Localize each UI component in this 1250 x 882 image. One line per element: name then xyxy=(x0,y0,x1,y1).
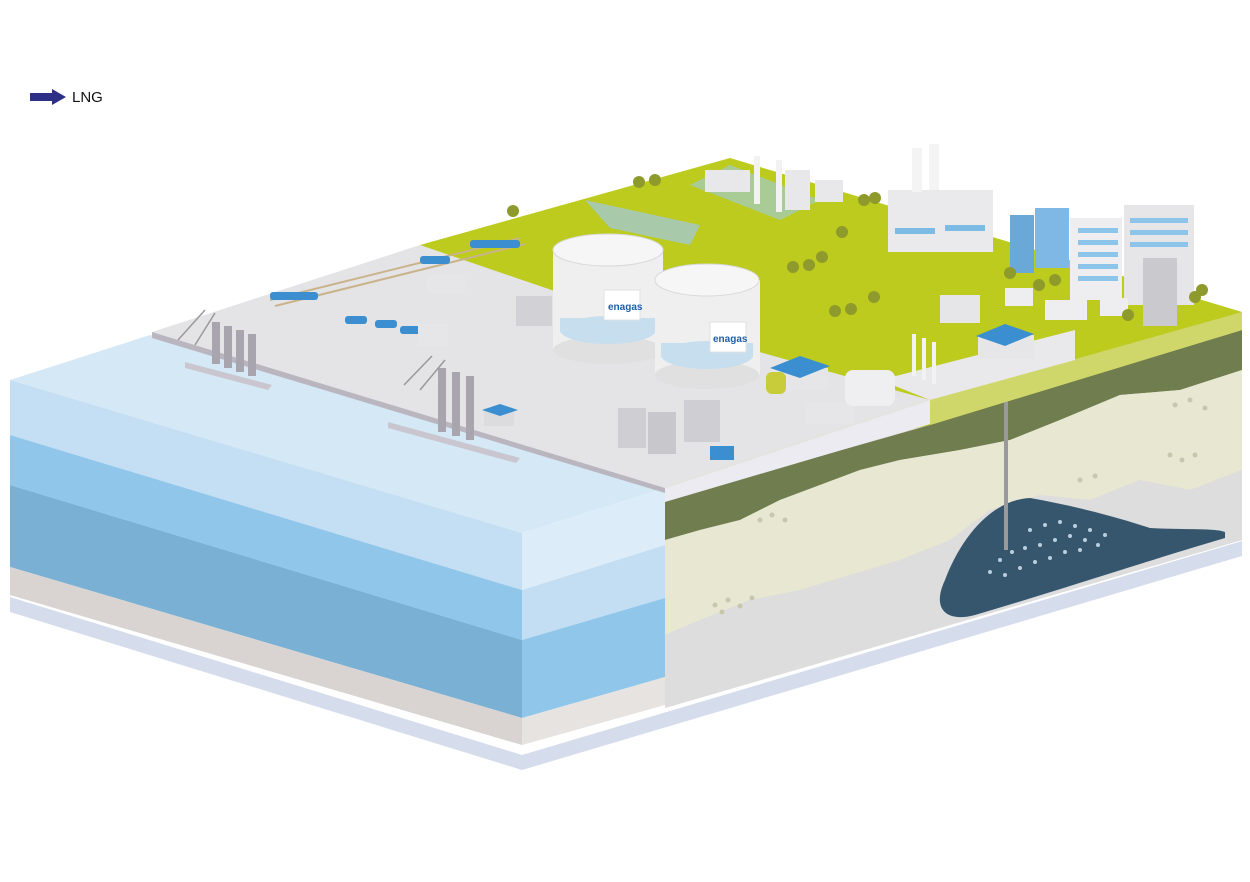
terminal-platform xyxy=(152,200,1075,502)
legend-label: LNG xyxy=(72,88,103,106)
sea-right-face-1 xyxy=(522,488,665,590)
lng-tank-2: enagas xyxy=(654,263,760,389)
sea-layer-1 xyxy=(10,380,522,590)
sea-top-surface xyxy=(10,335,665,533)
industrial-area xyxy=(690,144,1034,384)
gas-reservoir xyxy=(939,498,1225,618)
terminal-front-edge xyxy=(665,400,930,502)
green-land-edge xyxy=(930,312,1242,425)
sea-right-face-bed xyxy=(522,677,665,745)
tank-logo-text-1: enagas xyxy=(608,302,643,313)
sea-bed xyxy=(10,567,522,745)
terminal-buildings xyxy=(418,275,895,460)
sea-right-face-3 xyxy=(522,598,665,718)
sea-block xyxy=(10,335,665,745)
jetty-1 xyxy=(177,309,272,390)
sea-layer-3 xyxy=(10,485,522,718)
soil-sand-layer xyxy=(665,370,1242,635)
sea-right-face-2 xyxy=(522,545,665,640)
road-loop xyxy=(585,200,700,245)
trees xyxy=(507,174,1208,321)
well-shaft xyxy=(1004,370,1008,550)
sand-texture xyxy=(712,397,1208,615)
soil-block xyxy=(665,330,1242,708)
lng-tank-1: enagas xyxy=(552,233,664,364)
tank-logo-2 xyxy=(709,321,747,353)
arrow-right-icon xyxy=(30,89,66,105)
block-shadow xyxy=(10,541,1242,770)
legend: LNG xyxy=(30,88,103,106)
quay-edge xyxy=(152,332,665,493)
soil-dark-layer xyxy=(665,330,1242,540)
pipeline-rack xyxy=(269,237,526,334)
sea-layer-2 xyxy=(10,435,522,640)
terminal-top xyxy=(152,245,930,488)
tank-logo-1 xyxy=(603,289,641,321)
tank-logo-text-2: enagas xyxy=(713,334,748,345)
city-buildings xyxy=(1005,205,1194,326)
jetty-2 xyxy=(388,355,520,463)
reservoir-texture xyxy=(988,520,1107,577)
